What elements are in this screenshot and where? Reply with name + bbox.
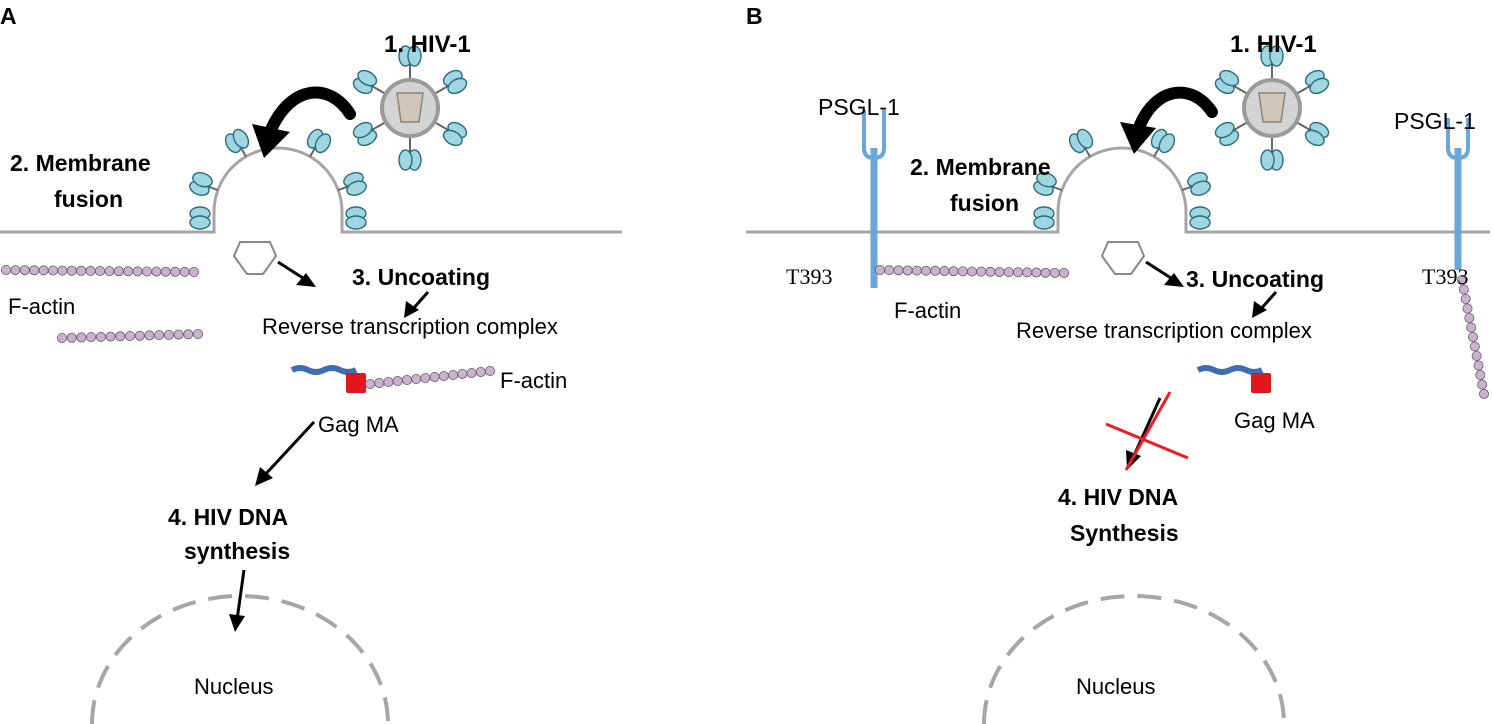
psgl1-receptor-left [862,110,886,288]
f-actin-filament [57,328,203,343]
step4-label-line1: 4. HIV DNA [1058,484,1179,510]
gp120-spike [1214,69,1240,95]
uncoated-capsid [1100,241,1146,275]
gp120-spike [1304,121,1330,147]
fusion-spike [343,172,367,196]
rtc-arrow-head [1252,301,1267,318]
f-actin-filament [1457,274,1490,399]
step4-label-line2: synthesis [184,538,291,564]
gp120-spike [442,69,468,95]
synthesis-arrow-head [255,467,273,486]
fusion-spike [189,172,213,196]
step1-label: 1. HIV-1 [384,31,471,58]
step1-label: 1. HIV-1 [1230,31,1317,58]
entry-arrow [264,86,356,138]
gag-ma-label: Gag MA [318,412,399,437]
psgl1-receptor-right [1446,118,1470,270]
gp120-spike [352,69,378,95]
fusion-spike [1068,128,1094,154]
gp120-spike [398,149,422,171]
viral-rna [290,365,358,375]
psgl1-label-right: PSGL-1 [1394,108,1476,134]
f-actin-filament [874,264,1069,278]
uncoating-arrow-head [296,273,316,287]
step2-label-line1: 2. Membrane [910,154,1051,180]
entry-arrow-head [1120,122,1156,154]
block-cross-1 [1105,422,1189,460]
rtc-label: Reverse transcription complex [1016,318,1312,343]
fusion-spike [1187,172,1211,196]
block-cross-2 [1124,391,1172,471]
panel-a: A 1. HIV-1 2. Membrane fusion 3. Uncoati… [0,0,746,724]
t393-label-left: T393 [786,264,833,289]
gp120-spike [398,45,422,67]
gag-ma-label: Gag MA [1234,408,1315,433]
cell-membrane [746,146,1490,234]
nucleus-arrow-head [229,614,245,632]
psgl1-label-left: PSGL-1 [818,94,900,120]
envelope-glycoproteins [1033,45,1330,230]
gp120-spike [1214,121,1240,147]
fusion-spike [1189,206,1211,230]
f-actin-label-right: F-actin [500,368,568,393]
f-actin-group [874,264,1490,399]
rtc-arrow-head [404,301,419,318]
panel-label: A [0,3,17,29]
cell-membrane [0,146,622,234]
viral-rna [1196,365,1264,375]
fusion-spike [306,128,332,154]
nucleus-envelope [90,594,390,724]
t393-label-right: T393 [1422,264,1469,289]
fusion-spike [189,206,211,230]
fusion-spike [224,128,250,154]
fusion-spike [1033,172,1057,196]
fusion-spike [1033,206,1055,230]
step3-label: 3. Uncoating [1186,266,1325,292]
nucleus-label: Nucleus [1076,674,1156,699]
entry-arrow [1132,86,1218,136]
hiv-1-virion [1214,45,1330,171]
step4-label-line1: 4. HIV DNA [168,504,289,530]
f-actin-filament [1,264,199,277]
entry-arrow-head [252,124,290,158]
nucleus-envelope [982,594,1286,724]
step2-label-line2: fusion [950,190,1019,216]
rtc-label: Reverse transcription complex [262,314,558,339]
envelope-glycoproteins [189,45,468,230]
step2-label-line1: 2. Membrane [10,150,151,176]
gag-ma-protein [346,373,366,393]
fusion-spike [345,206,367,230]
fusion-spike [1150,128,1176,154]
f-actin-label: F-actin [894,298,962,323]
f-actin-label-left: F-actin [8,294,76,319]
f-actin-group [1,264,495,389]
gp120-spike [1260,149,1284,171]
gp120-spike [442,121,468,147]
gp120-spike [1260,45,1284,67]
uncoated-capsid [232,241,278,275]
panel-label: B [746,3,763,29]
gp120-spike [1304,69,1330,95]
step4-label-line2: Synthesis [1070,520,1179,546]
gag-ma-protein [1251,373,1271,393]
panel-a-drawing [0,45,622,724]
step2-label-line2: fusion [54,186,123,212]
hiv-1-virion [352,45,468,171]
nucleus-label: Nucleus [194,674,274,699]
uncoating-arrow-head [1164,273,1184,287]
gp120-spike [352,121,378,147]
step3-label: 3. Uncoating [352,264,491,290]
panel-b-drawing [746,45,1490,724]
f-actin-filament [364,365,495,389]
panel-b: B 1. HIV-1 PSGL-1 PSGL-1 2. Membrane fus… [746,0,1493,724]
